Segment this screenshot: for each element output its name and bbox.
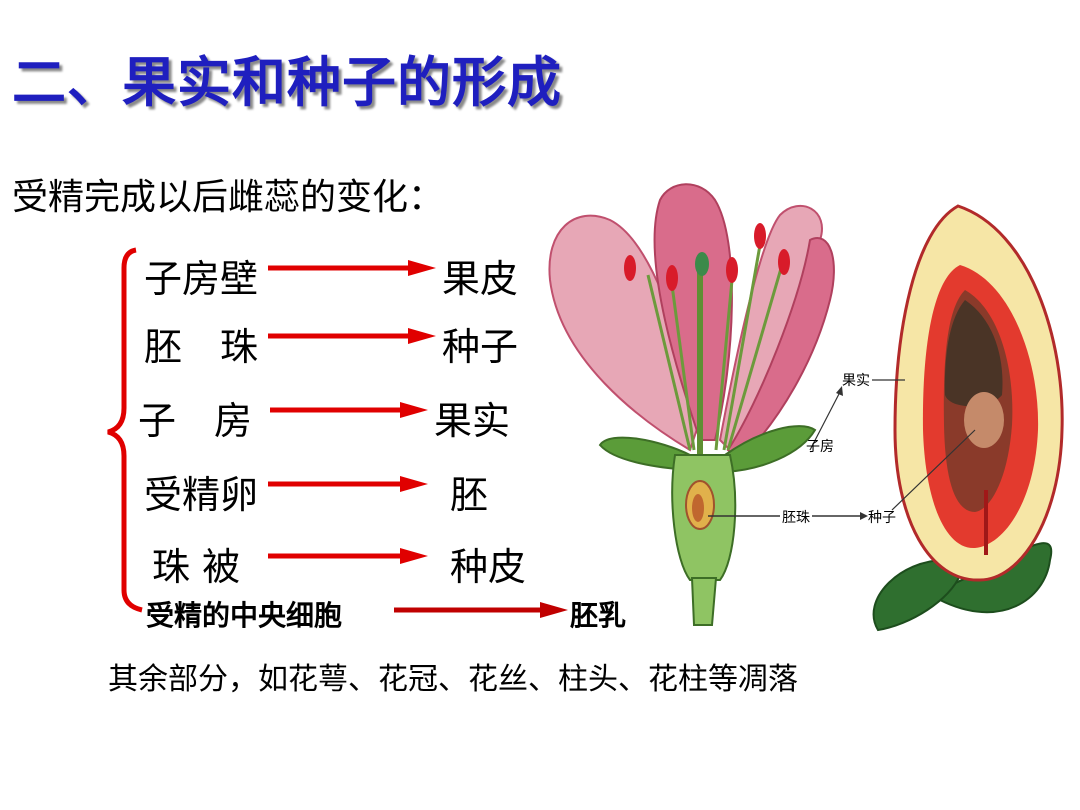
arrow-2 (268, 328, 436, 344)
from-zygote: 受精卵 (144, 473, 259, 517)
diagram-callouts (708, 379, 976, 520)
to-endosperm: 胚乳 (570, 599, 627, 632)
brace (107, 247, 143, 613)
to-fruit: 果实 (434, 399, 511, 443)
to-pericarp: 果皮 (442, 257, 519, 301)
fruit-illustration (872, 204, 1064, 632)
from-integument: 珠 被 (152, 545, 241, 589)
from-central-cell: 受精的中央细胞 (146, 599, 343, 632)
label-ovary: 子房 (806, 439, 834, 455)
from-ovary-wall: 子房壁 (144, 257, 259, 301)
to-embryo: 胚 (450, 473, 489, 517)
to-seed: 种子 (442, 325, 519, 369)
subtitle: 受精完成以后雌蕊的变化： (12, 177, 445, 218)
label-fruit: 果实 (842, 373, 870, 389)
arrow-6 (394, 602, 568, 618)
flower-illustration (548, 183, 835, 626)
arrow-5 (268, 548, 428, 564)
from-ovary: 子 房 (138, 399, 253, 443)
from-ovule: 胚 珠 (144, 325, 259, 369)
arrow-4 (268, 476, 428, 492)
footer-note: 其余部分，如花萼、花冠、花丝、柱头、花柱等凋落 (108, 662, 798, 697)
label-ovule: 胚珠 (782, 510, 810, 526)
arrow-3 (270, 402, 428, 418)
to-seed-coat: 种皮 (450, 545, 527, 589)
arrow-1 (268, 260, 436, 276)
label-seed: 种子 (868, 510, 896, 526)
page-title: 二、果实和种子的形成 (12, 51, 562, 114)
